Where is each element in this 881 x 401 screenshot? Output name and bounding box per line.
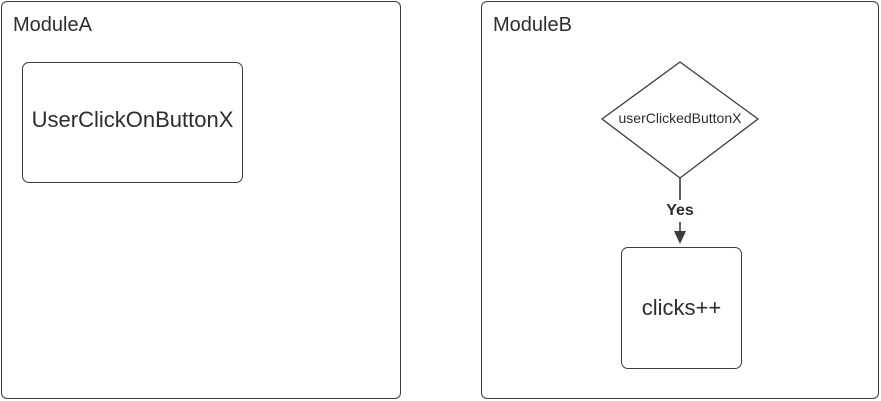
clicks-increment-box[interactable]: clicks++ [621, 247, 742, 369]
decision-label: userClickedButtonX [618, 110, 742, 126]
user-click-process-label: UserClickOnButtonX [31, 107, 234, 132]
user-click-process-box[interactable]: UserClickOnButtonX [22, 62, 243, 183]
yes-connector-arrowhead [674, 231, 686, 244]
module-b-title: ModuleB [493, 14, 572, 36]
clicks-increment-label: clicks++ [641, 295, 722, 320]
module-a-container[interactable]: ModuleA UserClickOnButtonX [1, 1, 401, 399]
module-a-title: ModuleA [13, 14, 92, 36]
yes-edge-label: Yes [650, 200, 710, 222]
